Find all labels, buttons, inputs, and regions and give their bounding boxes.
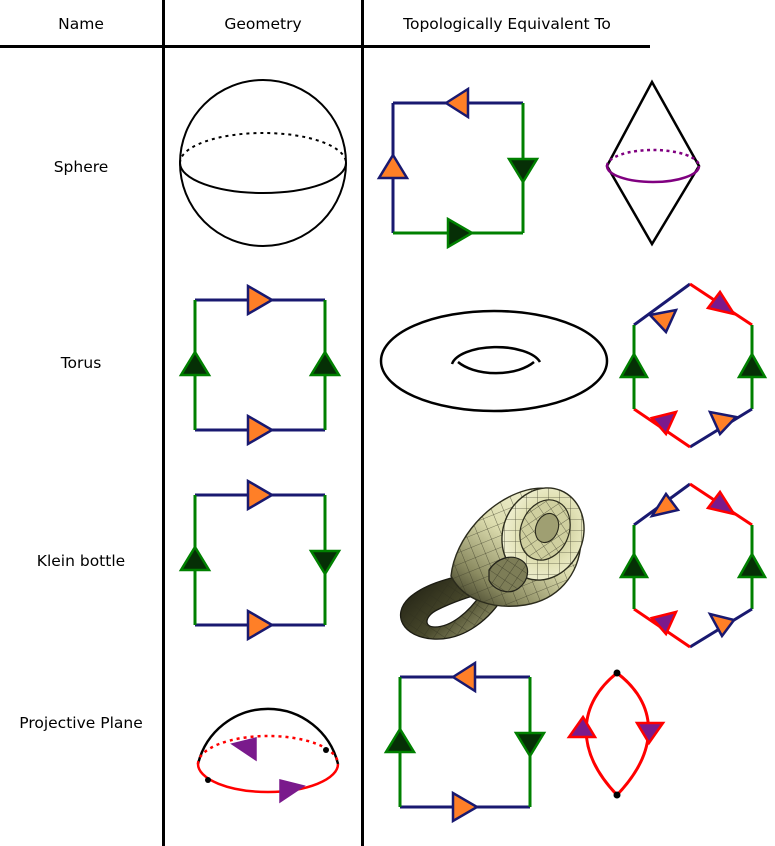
arrow-top-orange-right <box>246 478 275 512</box>
arrow-lower-right-orange-upleft <box>707 612 737 639</box>
arrow-right-arc-purple-down <box>634 721 666 746</box>
arrow-right-green-up <box>736 551 768 579</box>
arrow-right-green-down <box>513 731 547 759</box>
bigon-vertex-bottom <box>613 791 621 799</box>
arrow-boundary-back-purple-left <box>230 737 257 762</box>
arrow-left-green-up <box>383 726 417 754</box>
arrow-right-green-down <box>308 549 342 577</box>
arrow-top-orange-right <box>246 283 275 317</box>
arrow-bottom-orange-right <box>246 608 275 642</box>
torus-inner-hole-lower <box>457 361 535 375</box>
arrow-lower-right-orange-downleft <box>707 410 739 437</box>
column-header-name: Name <box>58 15 104 33</box>
arrow-top-orange-left <box>443 86 470 120</box>
projective-plane-geometry-figure <box>176 668 356 808</box>
column-header-topologically-equivalent-to: Topologically Equivalent To <box>403 15 611 33</box>
torus-inner-hole-upper <box>450 345 542 365</box>
arrow-left-green-up <box>178 544 212 572</box>
arrow-boundary-front-purple-right <box>279 779 306 804</box>
antipodal-point-left <box>205 777 211 783</box>
klein-square-identification <box>178 478 342 642</box>
arrow-left-orange-up <box>376 152 410 180</box>
boundary-back-dotted <box>196 734 340 765</box>
sphere-equator-front <box>179 162 347 194</box>
hemisphere-dome-arc <box>196 707 340 765</box>
sphere-equator-back <box>179 132 347 164</box>
arrow-right-green-down <box>506 157 540 185</box>
row-label-torus: Torus <box>60 354 102 372</box>
arrow-left-green-up <box>618 351 650 379</box>
arrow-lower-left-purple-upleft <box>649 410 679 437</box>
arrow-left-arc-purple-up <box>566 714 598 739</box>
arrow-bottom-orange-right <box>451 790 480 824</box>
arrow-right-green-up <box>308 349 342 377</box>
arrow-left-green-up <box>178 349 212 377</box>
antipodal-point-right <box>323 747 329 753</box>
arrow-upper-left-orange-upright <box>649 491 681 518</box>
header-rule <box>0 45 650 48</box>
column-divider-2 <box>361 0 364 846</box>
row-label-klein-bottle: Klein bottle <box>36 552 126 570</box>
bigon-equator-front <box>605 165 701 184</box>
arrow-bottom-green-right <box>446 216 475 250</box>
torus-square-identification <box>178 283 342 447</box>
arrow-bottom-orange-right <box>246 413 275 447</box>
torus-hexagon-identification <box>618 278 770 453</box>
bigon-equator-back <box>605 148 701 167</box>
row-label-projective-plane: Projective Plane <box>19 714 143 732</box>
row-label-sphere: Sphere <box>53 158 109 176</box>
column-header-geometry: Geometry <box>224 15 302 33</box>
arrow-right-green-up <box>736 351 768 379</box>
column-divider-1 <box>162 0 165 846</box>
torus-geometry-figure <box>378 306 610 416</box>
arrow-upper-right-purple-upright <box>705 489 737 516</box>
sphere-geometry-figure <box>176 76 351 251</box>
arrow-upper-left-orange-downleft <box>647 308 679 335</box>
bigon-vertex-top <box>613 669 621 677</box>
klein-bottle-geometry-figure <box>393 472 588 644</box>
klein-hexagon-identification <box>618 478 770 653</box>
arrow-lower-left-purple-upleft <box>649 610 679 637</box>
arrow-upper-right-purple-upright <box>705 289 737 316</box>
projective-plane-square-identification <box>383 660 547 824</box>
projective-plane-bigon <box>565 665 685 805</box>
arrow-top-orange-left <box>450 660 477 694</box>
sphere-square-identification <box>376 86 540 250</box>
arrow-left-green-up <box>618 551 650 579</box>
sphere-bigon-diamond <box>605 78 727 248</box>
boundary-front-solid <box>196 763 340 794</box>
